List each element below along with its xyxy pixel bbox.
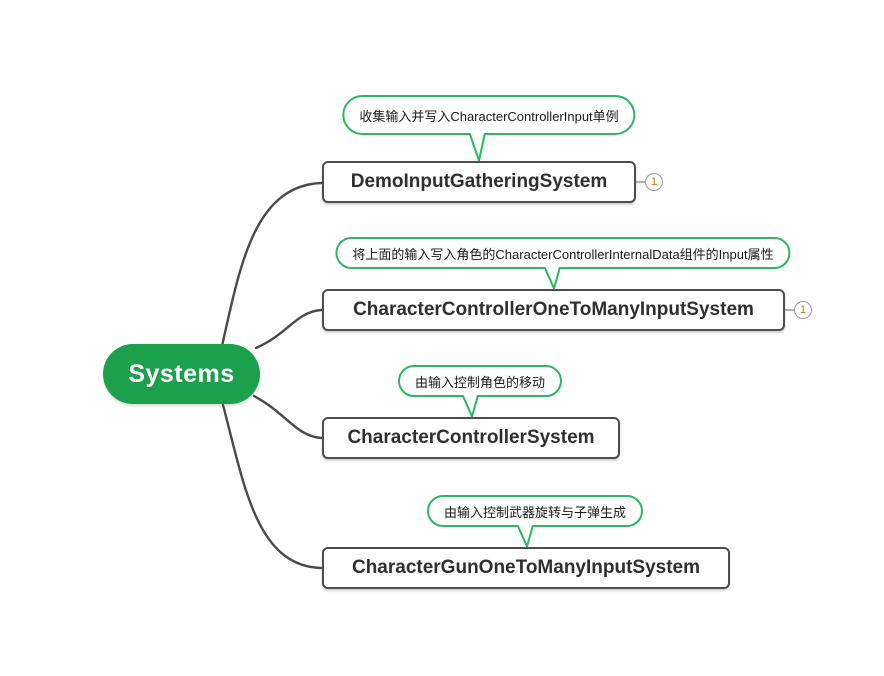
numbered-marker-1-icon[interactable]: 1	[645, 173, 663, 191]
callout-tail-pointer	[543, 267, 561, 290]
callout-text: 将上面的输入写入角色的CharacterControllerInternalDa…	[352, 246, 774, 262]
connector-branch-3	[252, 394, 323, 440]
callout-tail-pointer	[468, 133, 486, 162]
topic-label: DemoInputGatheringSystem	[350, 171, 608, 192]
topic-label: CharacterControllerSystem	[347, 427, 595, 448]
badge-number: 1	[799, 303, 807, 316]
topic-label: CharacterControllerOneToManyInputSystem	[353, 299, 754, 320]
callout-text: 由输入控制武器旋转与子弹生成	[443, 504, 627, 520]
connector-branch-4	[221, 403, 323, 570]
numbered-marker-1-icon[interactable]: 1	[794, 301, 812, 319]
topic-character-controller-one-to-many-input-system[interactable]: CharacterControllerOneToManyInputSystem	[322, 289, 785, 331]
callout-note-input-gathering[interactable]: 收集输入并写入CharacterControllerInput单例	[342, 95, 636, 135]
badge-number: 1	[650, 175, 658, 188]
topic-label: CharacterGunOneToManyInputSystem	[351, 557, 701, 578]
callout-note-control-movement[interactable]: 由输入控制角色的移动	[397, 365, 563, 397]
connector-branch-1	[220, 181, 323, 348]
callout-tail-pointer	[516, 525, 534, 548]
root-topic-label: Systems	[128, 359, 235, 388]
connector-branch-2	[254, 308, 323, 350]
callout-note-write-input-property[interactable]: 将上面的输入写入角色的CharacterControllerInternalDa…	[335, 237, 791, 269]
root-topic-systems[interactable]: Systems	[103, 344, 260, 404]
callout-text: 收集输入并写入CharacterControllerInput单例	[359, 108, 619, 124]
callout-text: 由输入控制角色的移动	[414, 374, 546, 390]
callout-tail-pointer	[461, 395, 479, 418]
topic-character-gun-one-to-many-input-system[interactable]: CharacterGunOneToManyInputSystem	[322, 547, 730, 589]
topic-character-controller-system[interactable]: CharacterControllerSystem	[322, 417, 620, 459]
topic-demo-input-gathering-system[interactable]: DemoInputGatheringSystem	[322, 161, 636, 203]
callout-note-control-gun[interactable]: 由输入控制武器旋转与子弹生成	[426, 495, 644, 527]
